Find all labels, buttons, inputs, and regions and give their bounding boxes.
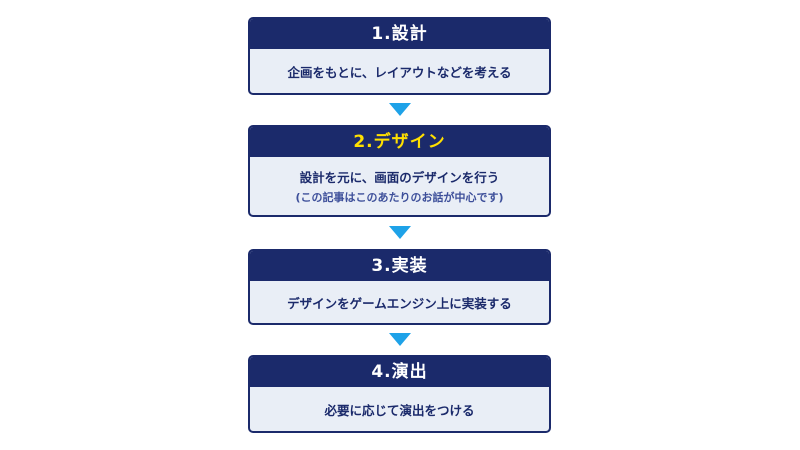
step-body: 企画をもとに、レイアウトなどを考える	[250, 49, 549, 93]
step-description: 必要に応じて演出をつける	[324, 402, 475, 418]
down-arrow-icon	[389, 226, 411, 239]
step-effects: 4.演出 必要に応じて演出をつける	[248, 355, 551, 433]
down-arrow-icon	[389, 333, 411, 346]
step-implementation: 3.実装 デザインをゲームエンジン上に実装する	[248, 249, 551, 325]
step-description: 企画をもとに、レイアウトなどを考える	[287, 64, 512, 80]
step-title: 3.実装	[250, 251, 549, 281]
step-design-plan: 1.設計 企画をもとに、レイアウトなどを考える	[248, 17, 551, 95]
step-title: 4.演出	[250, 357, 549, 387]
step-body: 必要に応じて演出をつける	[250, 387, 549, 431]
step-description: 設計を元に、画面のデザインを行う	[299, 170, 500, 185]
down-arrow-icon	[389, 103, 411, 116]
step-body: デザインをゲームエンジン上に実装する	[250, 281, 549, 323]
step-description: デザインをゲームエンジン上に実装する	[287, 295, 512, 311]
step-ui-design: 2.デザイン 設計を元に、画面のデザインを行う (この記事はこのあたりのお話が中…	[248, 125, 551, 217]
step-title: 1.設計	[250, 19, 549, 49]
step-title: 2.デザイン	[250, 127, 549, 157]
step-body: 設計を元に、画面のデザインを行う (この記事はこのあたりのお話が中心です)	[250, 157, 549, 215]
step-note: (この記事はこのあたりのお話が中心です)	[295, 191, 504, 204]
